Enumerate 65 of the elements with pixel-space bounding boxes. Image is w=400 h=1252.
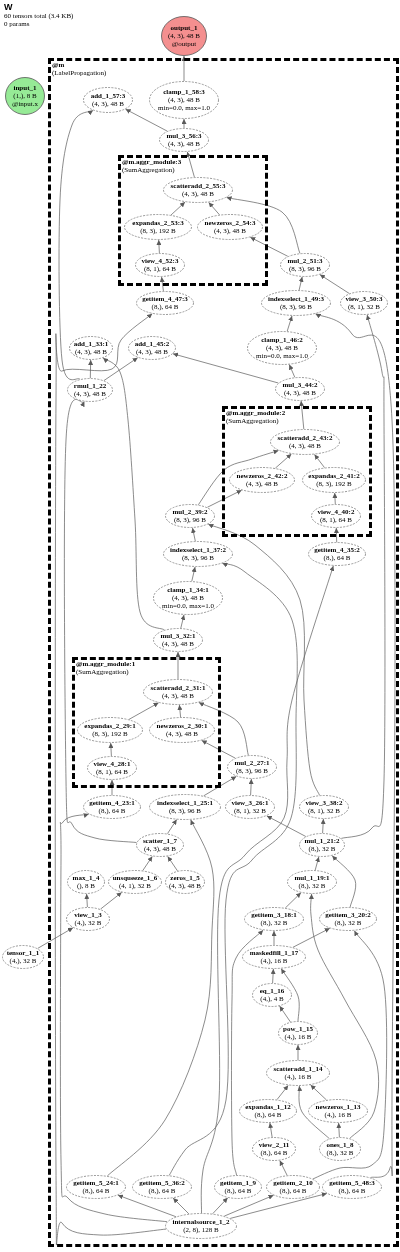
node-ellipse <box>66 907 110 931</box>
node-ellipse <box>299 795 349 819</box>
node-ellipse <box>2 945 44 969</box>
node-ellipse <box>242 945 306 969</box>
diagram-title: W <box>4 2 13 12</box>
node-ellipse <box>128 336 176 360</box>
node-ellipse <box>69 336 113 360</box>
node-ellipse <box>83 87 133 113</box>
node-ellipse <box>66 1175 126 1199</box>
node-ellipse <box>280 253 330 277</box>
node-ellipse <box>132 1175 192 1199</box>
node-ellipse <box>197 214 263 240</box>
node-ellipse <box>67 870 105 894</box>
node-ellipse <box>153 581 223 615</box>
node-ellipse <box>124 214 192 240</box>
node-ellipse <box>214 1175 262 1199</box>
node-ellipse <box>287 870 337 894</box>
node-ellipse <box>299 833 345 857</box>
node-ellipse <box>165 1213 237 1239</box>
node-ellipse <box>149 81 219 119</box>
node-ellipse <box>5 77 45 115</box>
node-ellipse <box>266 1060 330 1086</box>
node-ellipse <box>319 1137 361 1161</box>
node-ellipse <box>163 177 233 203</box>
node-ellipse <box>135 253 185 277</box>
node-ellipse <box>261 290 331 316</box>
node-ellipse <box>227 755 277 779</box>
node-ellipse <box>163 541 233 567</box>
node-ellipse <box>136 291 194 315</box>
node-ellipse <box>143 679 213 705</box>
node-ellipse <box>149 794 221 820</box>
node-ellipse <box>136 833 184 857</box>
node-ellipse <box>275 377 325 401</box>
node-ellipse <box>87 756 137 780</box>
node-ellipse <box>108 870 162 894</box>
node-ellipse <box>308 1099 368 1123</box>
node-ellipse <box>153 628 203 652</box>
node-ellipse <box>239 1099 297 1123</box>
node-ellipse <box>319 907 377 931</box>
node-ellipse <box>252 983 292 1007</box>
node-ellipse <box>247 331 317 365</box>
module-cluster <box>48 58 399 1247</box>
node-ellipse <box>322 1175 382 1199</box>
node-ellipse <box>165 504 215 528</box>
node-ellipse <box>308 542 366 566</box>
node-ellipse <box>83 795 141 819</box>
node-ellipse <box>252 1137 296 1161</box>
node-ellipse <box>161 16 207 56</box>
node-ellipse <box>340 291 388 315</box>
node-ellipse <box>149 717 215 743</box>
node-ellipse <box>270 429 340 455</box>
node-ellipse <box>266 1175 320 1199</box>
node-ellipse <box>77 717 143 743</box>
node-ellipse <box>229 467 295 493</box>
node-ellipse <box>225 795 275 819</box>
module-cluster <box>118 155 268 286</box>
node-ellipse <box>159 128 209 152</box>
node-ellipse <box>67 378 113 402</box>
node-ellipse <box>244 907 304 931</box>
node-ellipse <box>165 870 205 894</box>
node-ellipse <box>302 467 366 493</box>
module-cluster <box>222 406 372 537</box>
node-ellipse <box>311 504 361 528</box>
module-cluster <box>72 657 221 788</box>
node-ellipse <box>278 1021 318 1045</box>
